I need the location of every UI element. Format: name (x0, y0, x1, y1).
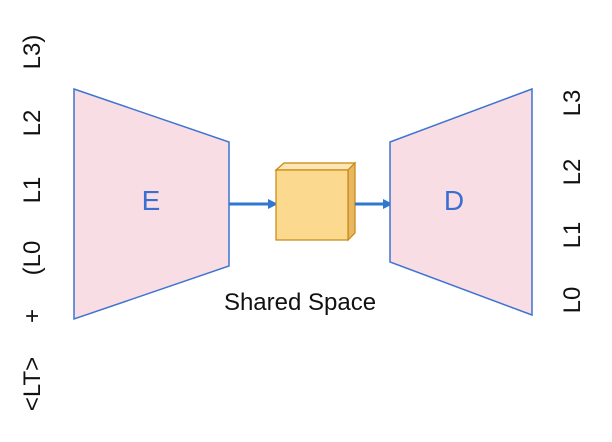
left-label-l0: (L0 (19, 241, 46, 276)
cube-side-face (347, 161, 356, 242)
encoder-block (73, 87, 230, 321)
shared-space-cube (274, 161, 357, 242)
left-label-plus: + (19, 309, 46, 323)
right-label-l0: L0 (559, 287, 586, 314)
right-label-l2: L2 (559, 159, 586, 186)
left-label-lt: <LT> (19, 357, 46, 411)
left-label-l1: L1 (19, 177, 46, 204)
left-label-l3: L3) (19, 35, 46, 70)
right-label-l3: L3 (559, 90, 586, 117)
shared-space-label: Shared Space (224, 289, 376, 316)
right-label-l1: L1 (559, 222, 586, 249)
cube-top-face (274, 162, 357, 171)
decoder-block (389, 87, 533, 317)
right-label-group: L0 L1 L2 L3 (559, 90, 586, 314)
left-label-group: <LT> + (L0 L1 L2 L3) (19, 35, 46, 411)
left-label-l2: L2 (19, 110, 46, 137)
decoder-label: D (444, 185, 464, 216)
encoder-label: E (142, 185, 161, 216)
cube-front-face (275, 169, 349, 241)
